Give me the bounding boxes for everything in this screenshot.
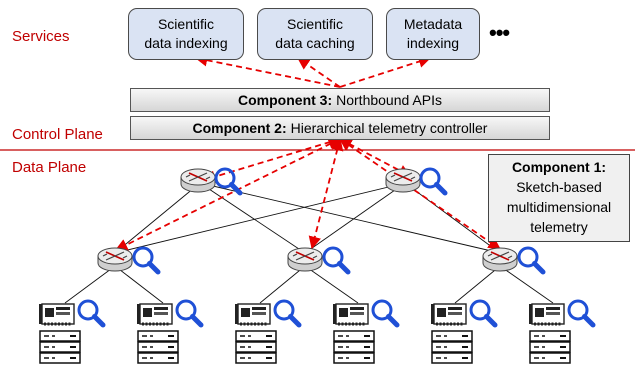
service-line1: Metadata xyxy=(403,16,463,32)
service-scientific-data-indexing: Scientific data indexing xyxy=(128,8,244,60)
router-icon xyxy=(97,247,133,272)
component2-text: Hierarchical telemetry controller xyxy=(290,120,488,136)
topology-links xyxy=(64,182,554,304)
host-2 xyxy=(135,301,201,364)
network-card-icon xyxy=(233,302,272,326)
network-card-icon xyxy=(37,302,76,326)
magnifier-icon xyxy=(324,248,348,272)
router-icon xyxy=(180,168,216,193)
host-1 xyxy=(37,301,103,364)
control-plane-label: Control Plane xyxy=(12,126,103,143)
host-6 xyxy=(527,301,593,364)
magnifier-icon xyxy=(519,248,543,272)
magnifier-icon xyxy=(177,301,201,325)
core-router-left xyxy=(180,168,240,193)
component2-bar: Component 2: Hierarchical telemetry cont… xyxy=(130,116,550,140)
component1-line2: multidimensional xyxy=(506,199,612,215)
component3-bar: Component 3: Northbound APIs xyxy=(130,88,550,112)
host-5 xyxy=(429,301,495,364)
server-icon xyxy=(137,330,179,364)
host-4 xyxy=(331,301,397,364)
magnifier-icon xyxy=(79,301,103,325)
server-icon xyxy=(431,330,473,364)
component2-title: Component 2: xyxy=(192,120,287,136)
service-line2: indexing xyxy=(406,35,460,51)
server-icon xyxy=(235,330,277,364)
agg-router-right xyxy=(482,247,543,272)
component1-line3: telemetry xyxy=(530,219,588,235)
router-icon xyxy=(385,168,421,193)
component3-title: Component 3: xyxy=(238,92,333,108)
agg-router-middle xyxy=(287,247,348,272)
service-metadata-indexing: Metadata indexing xyxy=(386,8,480,60)
service-scientific-data-caching: Scientific data caching xyxy=(257,8,373,60)
magnifier-icon xyxy=(569,301,593,325)
router-icon xyxy=(482,247,518,272)
magnifier-icon xyxy=(275,301,299,325)
router-icon xyxy=(287,247,323,272)
network-card-icon xyxy=(135,302,174,326)
host-3 xyxy=(233,301,299,364)
magnifier-icon xyxy=(134,248,158,272)
data-plane-label: Data Plane xyxy=(12,159,87,176)
server-icon xyxy=(39,330,81,364)
service-line2: data caching xyxy=(275,35,355,51)
magnifier-icon xyxy=(421,169,445,193)
magnifier-icon xyxy=(373,301,397,325)
server-icon xyxy=(529,330,571,364)
magnifier-icon xyxy=(471,301,495,325)
network-card-icon xyxy=(527,302,566,326)
network-card-icon xyxy=(429,302,468,326)
service-line1: Scientific xyxy=(157,16,214,32)
services-layer-label: Services xyxy=(12,28,70,45)
core-router-right xyxy=(385,168,445,193)
more-services-ellipsis: ••• xyxy=(489,20,510,45)
agg-router-left xyxy=(97,247,158,272)
service-line1: Scientific xyxy=(286,16,344,32)
component1-box: Component 1: Sketch-based multidimension… xyxy=(488,154,630,242)
service-line2: data indexing xyxy=(144,35,228,51)
network-card-icon xyxy=(331,302,370,326)
component3-text: Northbound APIs xyxy=(336,92,442,108)
component1-line1: Sketch-based xyxy=(516,179,602,195)
telemetry-arrows xyxy=(114,54,502,251)
server-icon xyxy=(333,330,375,364)
component1-title: Component 1: xyxy=(511,159,607,175)
